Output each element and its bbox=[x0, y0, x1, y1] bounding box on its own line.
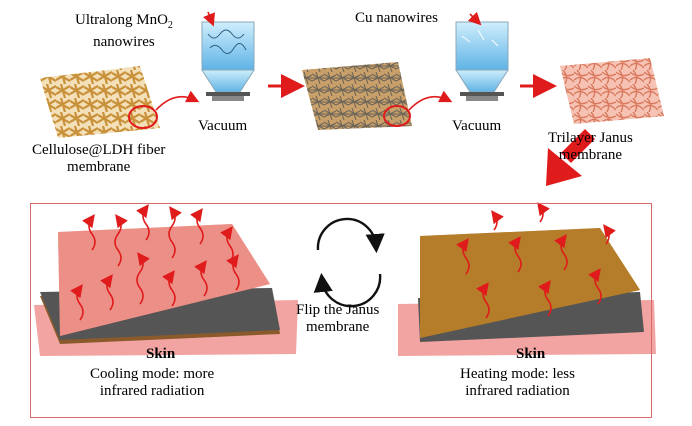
cellulose-label: Cellulose@LDH fiber membrane bbox=[32, 142, 165, 176]
trilayer-label-line2: membrane bbox=[558, 147, 623, 163]
trilayer-label-line1: Trilayer Janus bbox=[548, 130, 633, 146]
cooling-label-line1: Cooling mode: more bbox=[90, 366, 215, 382]
flip-label: Flip the Janus membrane bbox=[296, 302, 379, 336]
mno2-label-sub: 2 bbox=[167, 20, 173, 31]
cu-nanowires-label: Cu nanowires bbox=[355, 10, 438, 26]
heating-label-line2: infrared radiation bbox=[465, 383, 570, 399]
flip-label-line1: Flip the Janus bbox=[296, 302, 380, 318]
mno2-label: Ultralong MnO2 nanowires bbox=[75, 12, 173, 51]
heating-mode-label: Heating mode: less infrared radiation bbox=[460, 366, 575, 400]
mno2-label-line2: nanowires bbox=[93, 34, 155, 50]
heating-mode-illustration bbox=[398, 202, 656, 356]
trilayer-membrane-image bbox=[560, 58, 664, 124]
big-down-arrow bbox=[546, 129, 595, 186]
cooling-label-line2: infrared radiation bbox=[99, 383, 205, 399]
mno2-label-main: Ultralong MnO bbox=[75, 12, 168, 28]
vacuum-funnel-icon bbox=[201, 11, 255, 101]
skin-label-left: Skin bbox=[146, 346, 176, 362]
modes-panel bbox=[30, 203, 652, 418]
vacuum-label-1: Vacuum bbox=[198, 118, 248, 134]
skin-label-right: Skin bbox=[516, 346, 546, 362]
flip-cycle-icon bbox=[313, 217, 385, 308]
trilayer-label: Trilayer Janus membrane bbox=[548, 130, 633, 164]
heating-label-line1: Heating mode: less bbox=[460, 366, 575, 382]
flip-label-line2: membrane bbox=[306, 319, 370, 335]
cooling-mode-label: Cooling mode: more infrared radiation bbox=[90, 366, 214, 400]
cellulose-label-line2: membrane bbox=[67, 159, 131, 175]
mno2-membrane-image bbox=[302, 62, 453, 130]
vacuum-funnel-icon-2 bbox=[455, 11, 509, 101]
cooling-mode-illustration bbox=[34, 204, 298, 356]
cellulose-membrane-image bbox=[40, 66, 200, 138]
vacuum-label-2: Vacuum bbox=[452, 118, 502, 134]
cellulose-label-line1: Cellulose@LDH fiber bbox=[32, 142, 166, 158]
